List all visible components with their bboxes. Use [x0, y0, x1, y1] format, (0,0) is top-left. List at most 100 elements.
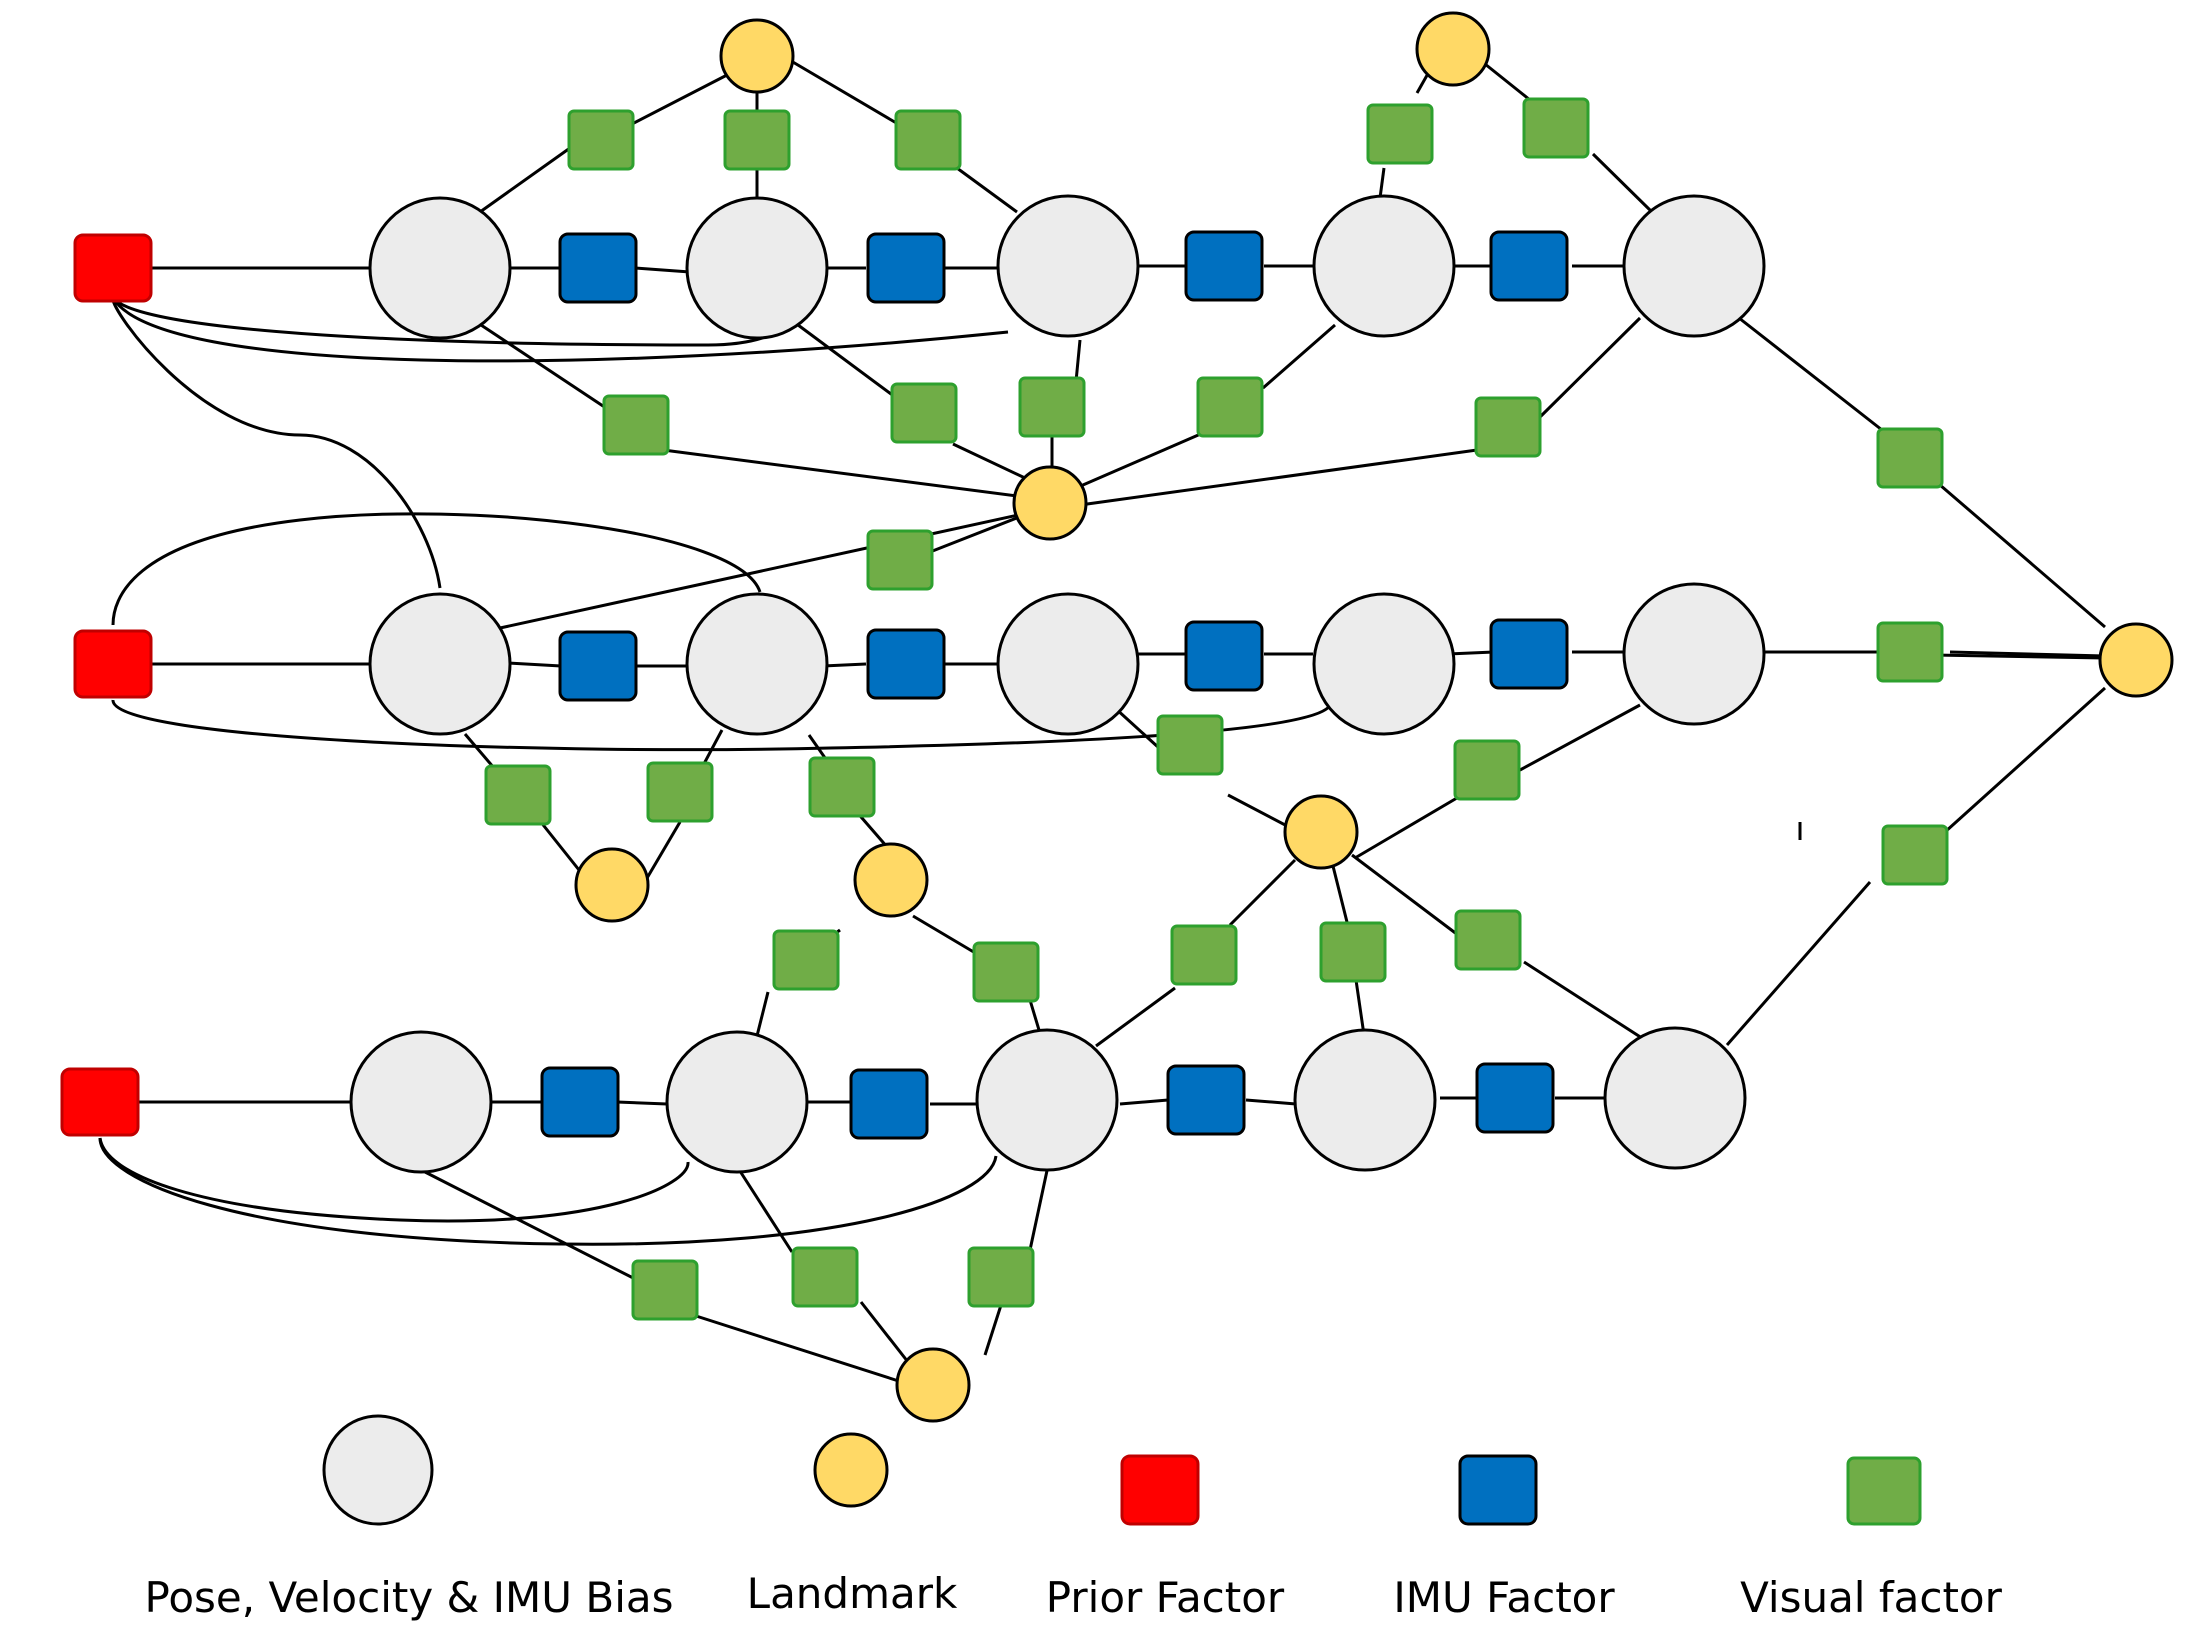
visual-factor: [1522, 97, 1590, 159]
graph-edge: [111, 512, 762, 626]
visual-factor: [972, 941, 1040, 1003]
landmark-node: [2098, 622, 2174, 698]
graph-edge: [480, 323, 613, 414]
prior-factor: [60, 1067, 140, 1137]
visual-factor: [772, 929, 840, 991]
visual-factor: [791, 1246, 859, 1308]
graph-edge: [1725, 881, 1872, 1046]
graph-edge: [1262, 323, 1336, 390]
legend: Pose, Velocity & IMU Bias Landmark Prior…: [145, 1414, 2003, 1622]
pose-velocity-imu-bias-node: [1312, 194, 1456, 338]
pose-velocity-imu-bias-node: [1293, 1028, 1437, 1172]
graph-edge: [1523, 960, 1646, 1042]
visual-factor: [723, 109, 791, 171]
legend-prior-factor-icon: [1120, 1454, 1200, 1526]
legend-imu-label: IMU Factor: [1393, 1573, 1615, 1622]
landmark-node: [895, 1347, 971, 1423]
visual-factor: [808, 756, 876, 818]
imu-factor: [558, 630, 638, 702]
imu-factor: [1184, 230, 1264, 302]
visual-factor: [1018, 376, 1086, 438]
visual-factor: [1881, 824, 1949, 886]
imu-factor: [849, 1068, 929, 1140]
visual-factor: [484, 764, 552, 826]
imu-factor: [1489, 618, 1569, 690]
graph-edge: [1939, 483, 2106, 629]
imu-factor: [540, 1066, 620, 1138]
graph-edge: [822, 662, 867, 668]
landmark-node: [853, 842, 929, 918]
legend-visual-label: Visual factor: [1740, 1573, 2003, 1622]
pose-velocity-imu-bias-node: [975, 1028, 1119, 1172]
graph-edge: [1028, 1165, 1050, 1251]
graph-edge: [1923, 686, 2107, 852]
legend-visual-factor-icon: [1846, 1456, 1922, 1526]
graph-edge: [793, 320, 896, 399]
landmark-node: [1283, 794, 1359, 870]
landmark-node: [574, 847, 650, 923]
visual-factor: [567, 109, 635, 171]
visual-factor: [866, 529, 934, 591]
imu-factor: [1489, 230, 1569, 302]
graph-edge: [616, 1100, 668, 1106]
imu-factor: [1166, 1064, 1246, 1136]
imu-factor: [1184, 620, 1264, 692]
graph-edge: [98, 1137, 998, 1246]
visual-factor: [1170, 924, 1238, 986]
graph-edge: [1119, 1098, 1169, 1106]
graph-nodes: [60, 11, 2174, 1423]
graph-edge: [1354, 793, 1463, 860]
graph-edge: [1537, 316, 1642, 420]
graph-edge: [1479, 58, 1531, 102]
graph-edge: [479, 146, 571, 214]
imu-factor: [558, 232, 638, 304]
prior-factor: [73, 233, 153, 303]
visual-factor: [1156, 714, 1224, 776]
visual-factor: [1454, 909, 1522, 971]
graph-edge: [647, 446, 1033, 500]
legend-imu-factor-icon: [1458, 1454, 1538, 1526]
graph-edge: [952, 442, 1026, 480]
imu-factor: [866, 232, 946, 304]
legend-landmark-label: Landmark: [747, 1569, 958, 1618]
pose-velocity-imu-bias-node: [368, 592, 512, 736]
visual-factor: [1453, 739, 1521, 801]
visual-factor: [1876, 427, 1944, 489]
pose-velocity-imu-bias-node: [349, 1030, 493, 1174]
graph-edge: [1519, 703, 1641, 772]
graph-edge: [1329, 857, 1350, 927]
visual-factor: [1366, 103, 1434, 165]
visual-factor: [894, 109, 962, 171]
graph-edge: [692, 1313, 909, 1386]
graph-edge: [983, 1301, 1004, 1356]
graph-edge: [111, 699, 1332, 752]
graph-edge: [1447, 650, 1495, 656]
pose-velocity-imu-bias-node: [1312, 592, 1456, 736]
landmark-node: [1012, 465, 1088, 541]
visual-factor: [890, 382, 958, 444]
graph-edge: [929, 510, 1033, 554]
landmark-node: [1415, 11, 1491, 87]
graph-edge: [499, 510, 1033, 630]
pose-velocity-imu-bias-node: [1622, 194, 1766, 338]
pose-velocity-imu-bias-node: [685, 592, 829, 736]
pose-velocity-imu-bias-node: [996, 592, 1140, 736]
graph-edge: [736, 1167, 794, 1253]
graph-edge: [98, 1137, 690, 1223]
graph-edge: [424, 1170, 638, 1282]
visual-factor: [967, 1246, 1035, 1308]
pose-velocity-imu-bias-node: [1603, 1026, 1747, 1170]
visual-factor: [602, 394, 670, 456]
visual-factor: [1876, 621, 1944, 683]
legend-landmark-node-icon: [813, 1432, 889, 1508]
graph-edge: [1075, 424, 1220, 490]
graph-edge: [634, 266, 691, 274]
pose-velocity-imu-bias-node: [685, 196, 829, 340]
visual-factor: [1319, 921, 1387, 983]
visual-factor: [1474, 396, 1542, 458]
landmark-node: [719, 18, 795, 94]
imu-factor: [1475, 1062, 1555, 1134]
graph-edge: [111, 297, 442, 589]
visual-factor: [646, 761, 714, 823]
